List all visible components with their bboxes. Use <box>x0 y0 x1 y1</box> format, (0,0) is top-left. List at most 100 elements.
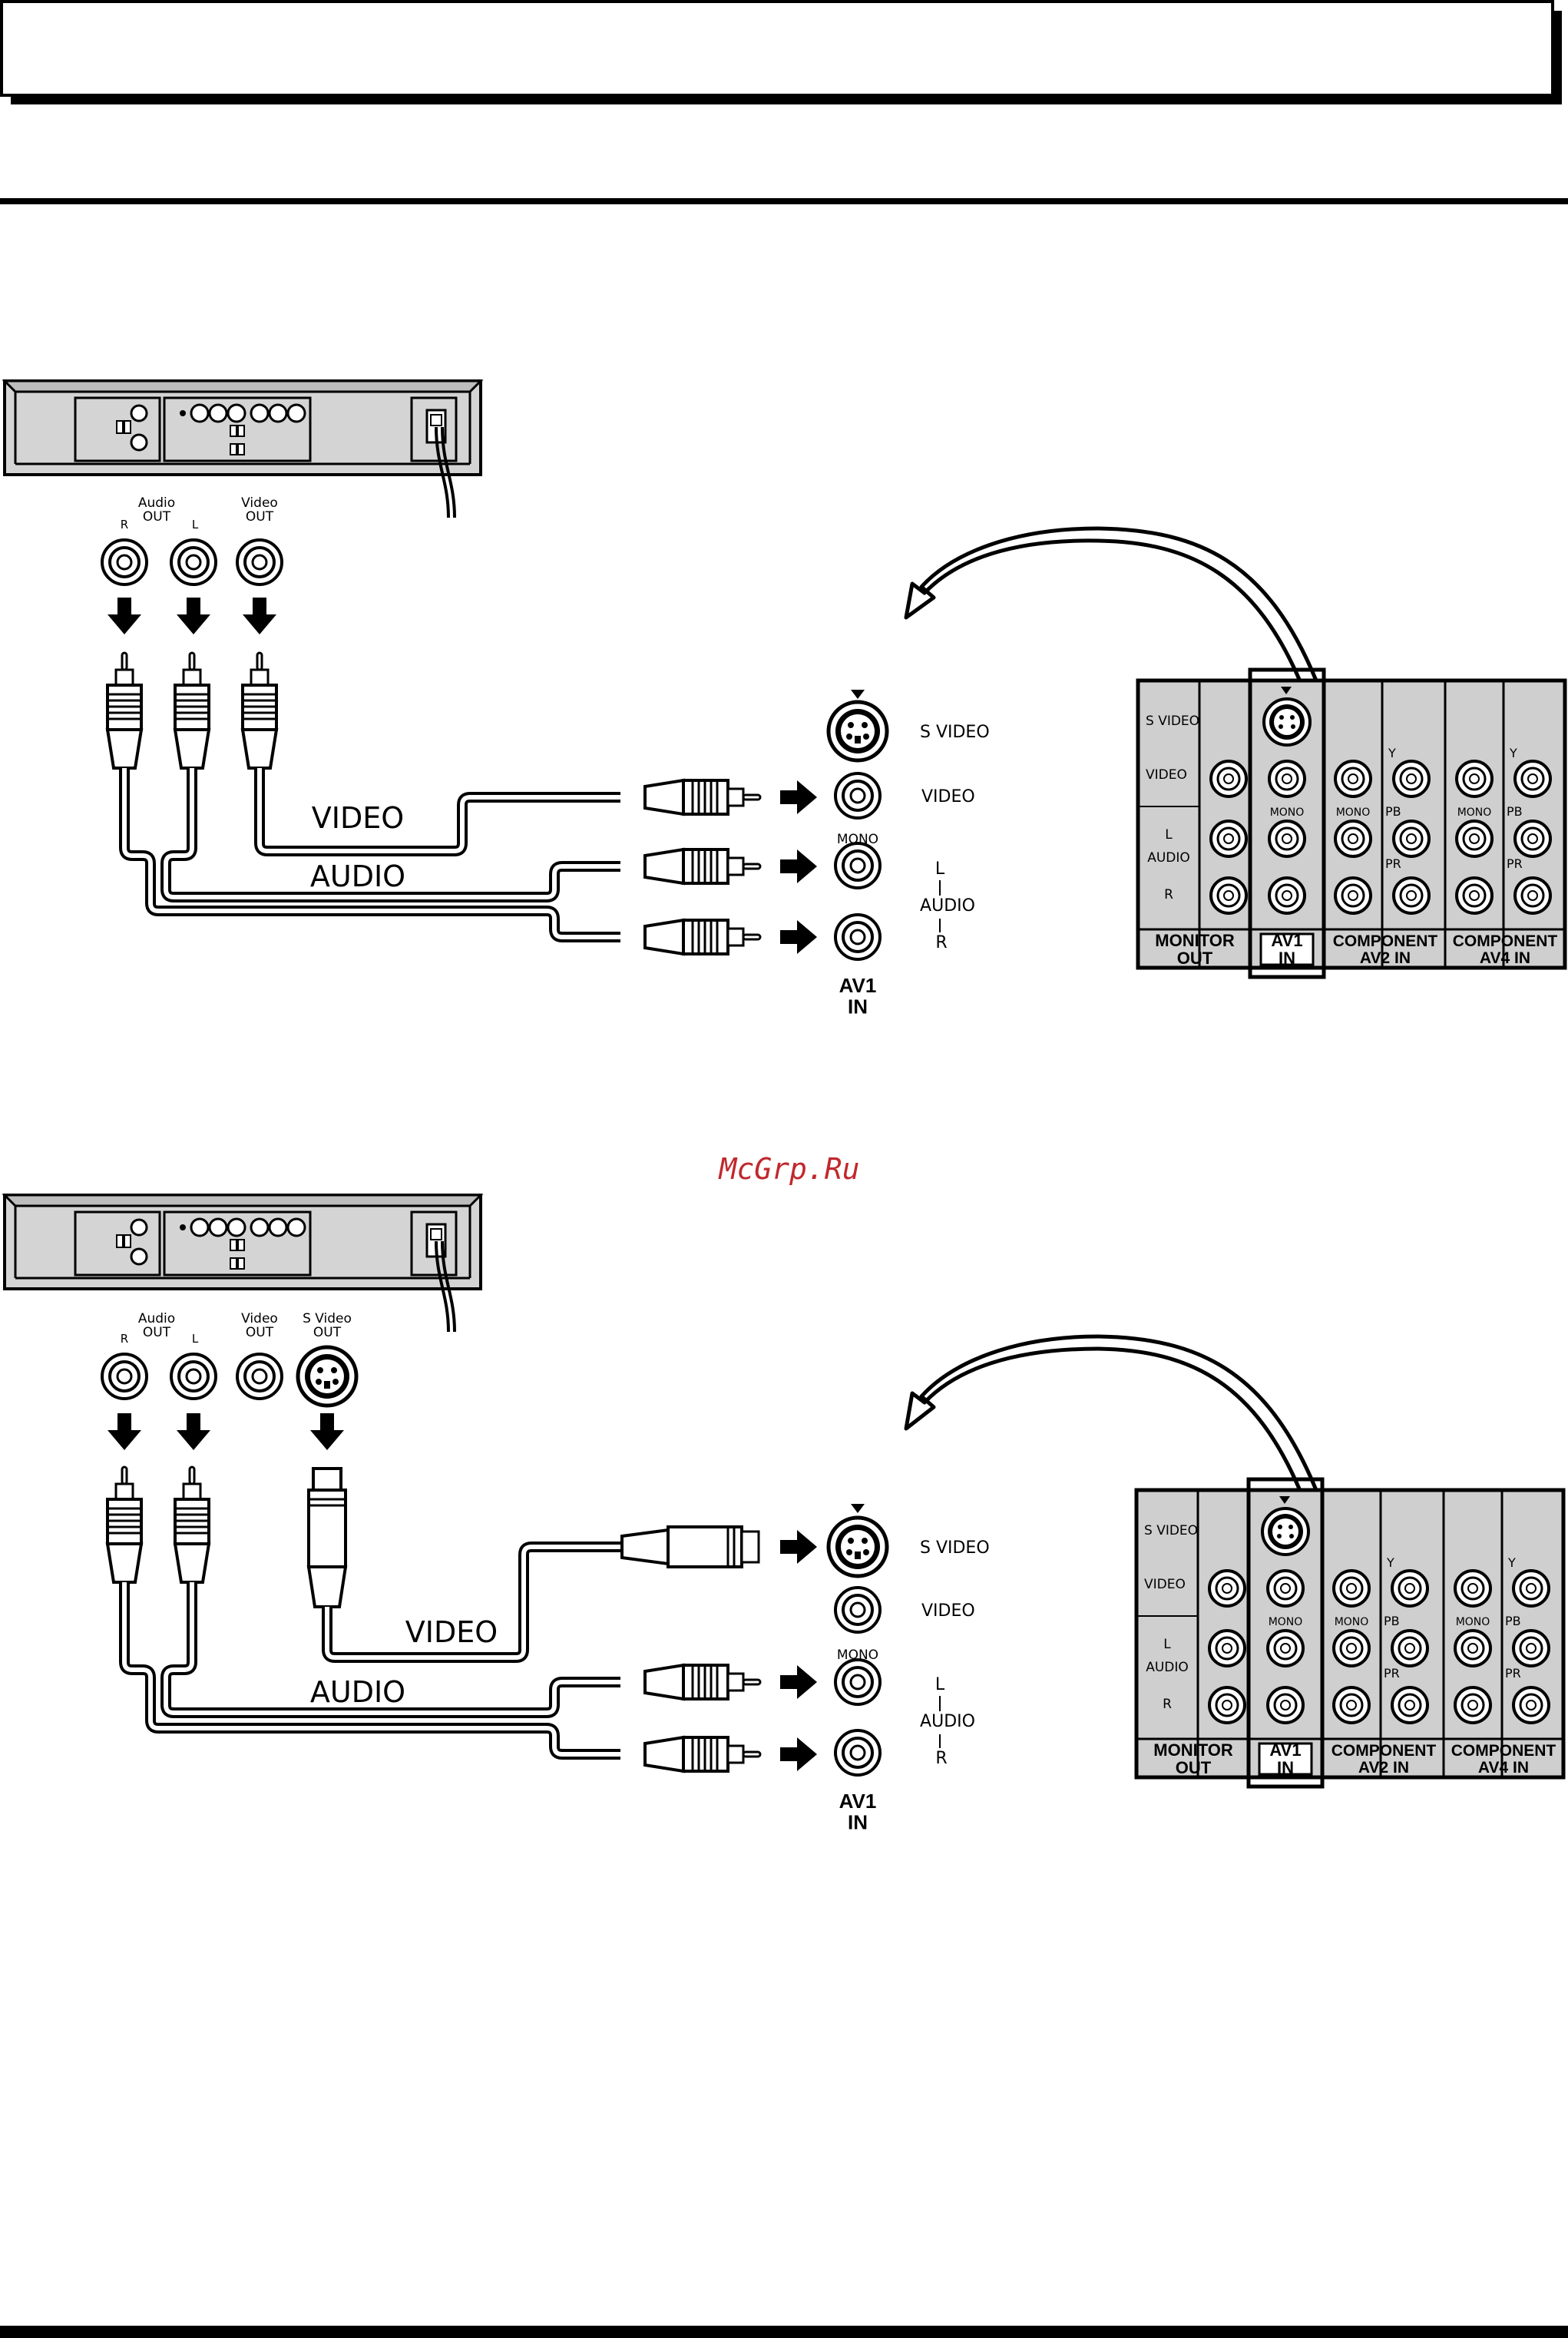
watermark: McGrp.Ru <box>717 1152 859 1186</box>
panel-av1-audio-r-jack <box>1266 1686 1305 1724</box>
audio-label: AUDIO <box>920 1712 975 1731</box>
panel-av2-jack <box>1332 1686 1371 1724</box>
panel-pb-label: PB <box>1384 1614 1400 1628</box>
panel-av4-y-jack <box>1512 1569 1550 1608</box>
rca-plug <box>643 1736 762 1773</box>
triangle-marker-icon <box>851 690 865 699</box>
panel-av2-y-jack <box>1392 760 1431 798</box>
panel-monitor-audio-l-jack <box>1208 1629 1246 1667</box>
down-arrow-icon <box>177 1413 210 1450</box>
panel-av4-jack <box>1454 1686 1492 1724</box>
panel-monitor-video-jack <box>1209 760 1248 798</box>
panel-svideo-jack <box>1261 1507 1310 1556</box>
vcr-audio-r-jack <box>101 1353 148 1400</box>
right-arrow-icon <box>780 780 817 814</box>
panel-monitor-audio-r-jack <box>1208 1686 1246 1724</box>
panel-pr-label: PR <box>1385 856 1401 871</box>
panel-av4-y-jack <box>1513 760 1552 798</box>
video-cable-label: VIDEO <box>312 801 404 835</box>
panel-monitor-audio-l-jack <box>1209 820 1248 858</box>
down-arrow-icon <box>177 598 210 634</box>
right-arrow-icon <box>780 1665 817 1699</box>
right-arrow-icon <box>780 849 817 883</box>
panel-av2-pr-jack <box>1392 876 1431 915</box>
panel-pr-label: PR <box>1507 856 1523 871</box>
l-label: L <box>192 518 199 532</box>
tv-svideo-jack <box>829 1518 887 1576</box>
panel-y-label: Y <box>1509 746 1517 760</box>
rca-plug <box>106 1465 143 1584</box>
down-arrow-icon <box>108 1413 141 1450</box>
s-video-label: S VIDEO <box>920 1538 990 1558</box>
mono-label: MONO <box>837 832 878 847</box>
down-arrow-icon <box>243 598 276 634</box>
panel-monitor-video-jack <box>1208 1569 1246 1608</box>
header-rule <box>0 198 1568 204</box>
panel-pr-label: PR <box>1384 1666 1400 1681</box>
tv-audio-l-jack <box>834 842 882 889</box>
rca-plug <box>174 1465 210 1584</box>
panel-s-video-label: S VIDEO <box>1144 1523 1198 1538</box>
audio-label: AUDIO <box>920 896 975 916</box>
audio-cable-label: AUDIO <box>310 859 405 893</box>
vcr-svideo-jack <box>298 1347 356 1406</box>
rca-plug <box>643 848 762 885</box>
panel-av2-jack <box>1334 760 1372 798</box>
video-cable-label: VIDEO <box>405 1615 498 1649</box>
panel-l-label: L <box>1165 827 1173 843</box>
right-arrow-icon <box>780 1530 817 1564</box>
panel-av4-jack <box>1455 760 1494 798</box>
tv-svideo-jack <box>829 702 887 760</box>
r-label: R <box>121 1332 128 1346</box>
tv-video-jack <box>834 772 882 820</box>
panel-monitor-audio-r-jack <box>1209 876 1248 915</box>
vcr-audio-r-jack <box>101 538 148 586</box>
panel-video-label: VIDEO <box>1146 767 1187 783</box>
svideo-plug <box>620 1525 760 1568</box>
panel-y-label: Y <box>1388 746 1396 760</box>
tv-audio-r-jack <box>834 1729 882 1777</box>
panel-av4-pb-jack <box>1513 820 1552 858</box>
panel-av4-jack <box>1454 1629 1492 1667</box>
curved-arrow-icon <box>904 526 1318 689</box>
panel-av2-jack <box>1334 820 1372 858</box>
panel-av4-pr-jack <box>1512 1686 1550 1724</box>
panel-l-label: L <box>1163 1637 1171 1652</box>
right-arrow-icon <box>780 920 817 954</box>
panel-mono-label: MONO <box>1270 806 1305 819</box>
mono-label: MONO <box>837 1648 878 1663</box>
vcr-audio-l-jack <box>170 538 217 586</box>
triangle-marker-icon <box>1281 687 1292 694</box>
panel-av2-jack <box>1332 1629 1371 1667</box>
panel-av1-video-jack <box>1266 1569 1305 1608</box>
s-video-label: S VIDEO <box>920 723 990 742</box>
tv-audio-r-jack <box>834 913 882 961</box>
header-box <box>0 0 1554 97</box>
panel-s-video-label: S VIDEO <box>1146 714 1199 729</box>
panel-av2-jack <box>1334 876 1372 915</box>
down-arrow-icon <box>108 598 141 634</box>
rca-plug <box>643 919 762 955</box>
panel-r-label: R <box>1163 1697 1172 1712</box>
video-label: VIDEO <box>921 1601 975 1621</box>
rca-plug <box>643 1664 762 1701</box>
panel-av1-audio-l-jack <box>1268 820 1306 858</box>
r-label: R <box>121 518 128 532</box>
